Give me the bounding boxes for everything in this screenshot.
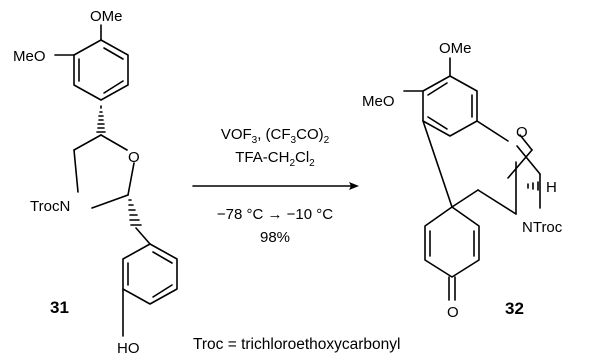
reactant-ome-substituent: OMe <box>90 8 123 41</box>
reactant-ring-oxygen: O <box>128 149 140 166</box>
reactant-dimethoxyphenyl-ring <box>73 39 129 101</box>
reactant-hashed-bond-aryl <box>96 105 106 133</box>
product-ome-label: OMe <box>439 40 472 57</box>
reactant-hydroxyl: HO <box>117 288 140 357</box>
reactant-troc-nitrogen: TrocN <box>30 198 70 215</box>
condition-yield: 98% <box>260 229 290 246</box>
reactant-structure: OMe MeO O TrocN <box>13 8 178 357</box>
product-compound-number: 32 <box>505 299 524 318</box>
reactant-ome-label: OMe <box>90 8 123 25</box>
reactant-compound-number: 31 <box>50 298 69 317</box>
product-troc-nitrogen: NTroc <box>522 219 563 236</box>
product-bridged-ring-system: O H NTroc <box>422 120 563 236</box>
reactant-ho-label: HO <box>117 340 140 357</box>
product-structure: OMe MeO O H NTroc <box>362 40 563 321</box>
troc-definition: Troc = trichloroethoxycarbonyl <box>193 336 400 353</box>
reactant-oxazolidine-ring: O TrocN <box>30 134 140 215</box>
product-carbonyl: O <box>447 276 459 321</box>
reactant-phenol-ring <box>122 243 178 305</box>
product-bridge-oxygen: O <box>516 124 528 141</box>
product-hydrogen-label: H <box>546 179 557 196</box>
reactant-hashed-bond-benzyl <box>128 199 142 226</box>
reaction-conditions: VOF3, (CF3CO)2 TFA-CH2Cl2 −78 °C → −10 °… <box>217 126 333 246</box>
condition-reagents: VOF3, (CF3CO)2 <box>221 126 330 146</box>
product-ome-substituent: OMe <box>439 40 472 77</box>
condition-solvent: TFA-CH2Cl2 <box>235 149 315 169</box>
product-carbonyl-oxygen: O <box>447 304 459 321</box>
product-aromatic-ring <box>422 75 478 137</box>
product-hashed-bond-h <box>527 181 539 191</box>
product-meo-substituent: MeO <box>362 90 424 110</box>
reactant-meo-label: MeO <box>13 48 46 65</box>
product-meo-label: MeO <box>362 93 395 110</box>
reaction-arrow <box>192 182 359 190</box>
reactant-meo-substituent: MeO <box>13 48 75 65</box>
condition-temperature: −78 °C → −10 °C <box>217 206 333 223</box>
product-dienone-ring <box>424 206 480 278</box>
